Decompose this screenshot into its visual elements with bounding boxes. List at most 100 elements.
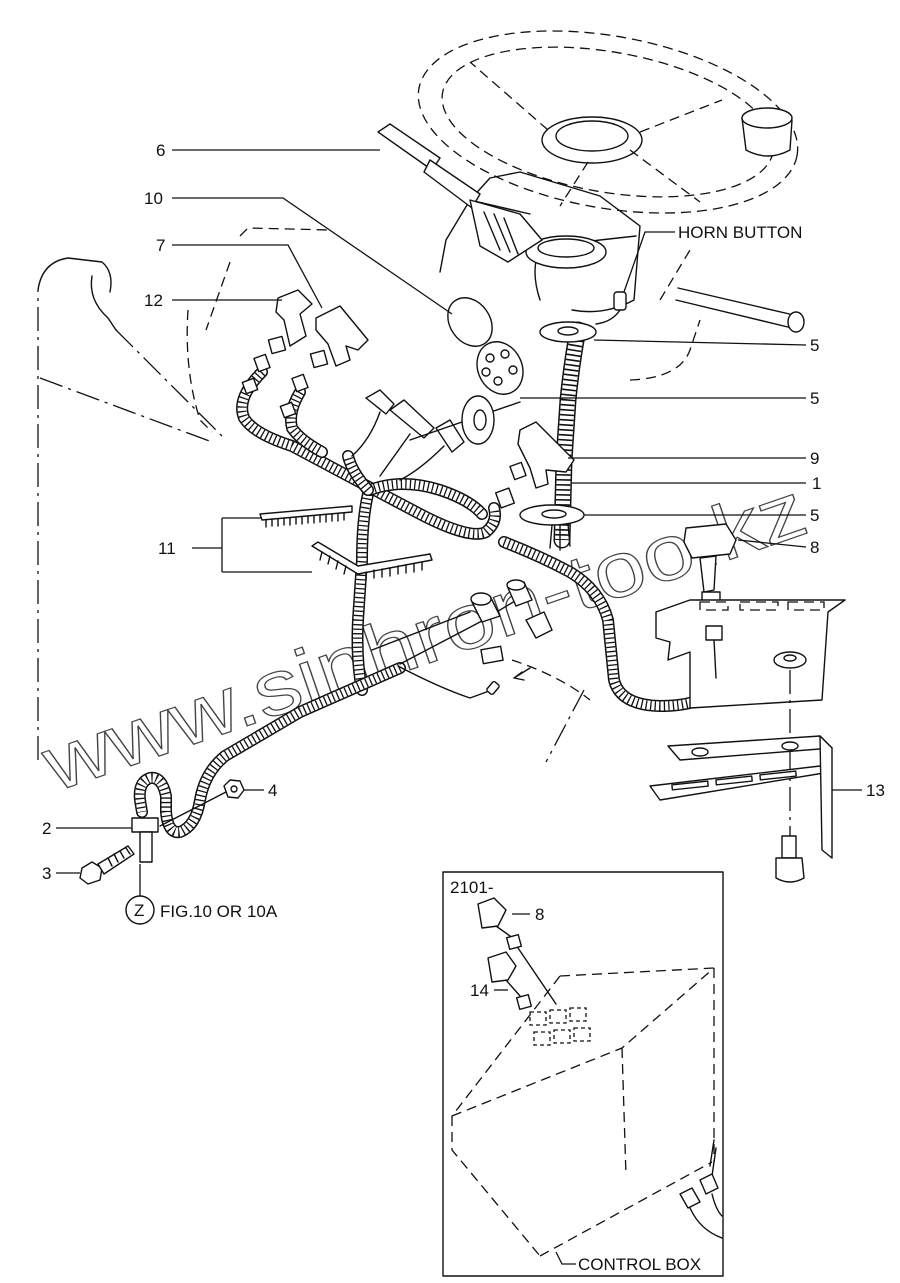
panel-line-diag — [115, 329, 223, 437]
mid-connector-c — [435, 419, 465, 453]
leader-10 — [172, 197, 453, 315]
strip-lower-teeth — [319, 551, 423, 581]
right-lever — [675, 287, 805, 333]
turn-signal-lever — [377, 123, 543, 263]
callout-7: 7 — [156, 236, 165, 255]
pin-hole — [481, 367, 491, 377]
thin-wire-3 — [371, 611, 471, 651]
plug-block — [480, 645, 504, 665]
dashboard-outline — [37, 227, 701, 763]
lever-switch-body — [469, 199, 543, 263]
grommet-top-outer — [539, 321, 597, 343]
callout-1: 1 — [812, 474, 821, 493]
grommet-lower — [519, 504, 585, 551]
clamp-2 — [131, 817, 159, 863]
callout-12: 12 — [144, 291, 163, 310]
callout-5-low: 5 — [810, 506, 819, 525]
control-box-bottom — [539, 1161, 713, 1257]
wire-pin — [486, 680, 500, 696]
steering-column — [439, 171, 805, 333]
inset-plug — [699, 1173, 719, 1195]
spinner-knob — [741, 107, 793, 157]
leader-5-top — [593, 339, 807, 346]
connector-12-plug — [267, 335, 287, 355]
grommet-lower-hole — [541, 509, 567, 519]
thin-wire-2 — [399, 597, 521, 665]
callout-3: 3 — [42, 864, 51, 883]
callout-13: 13 — [866, 781, 885, 800]
corrugated-strip-upper — [259, 505, 353, 528]
right-lever-knob — [787, 311, 805, 333]
lever-handle — [377, 123, 441, 171]
panel-top — [37, 257, 112, 293]
pin-hole — [508, 365, 518, 375]
grommet-top-hole — [557, 326, 579, 336]
grommet-middle-outer — [461, 395, 495, 445]
inset-wire — [709, 1139, 717, 1177]
inset-switch-14-wire — [505, 979, 521, 997]
knob-body — [741, 117, 793, 157]
inset-serial: 2101- — [450, 878, 493, 897]
connector-7-plug — [309, 349, 329, 369]
bolt-3-head — [79, 861, 103, 885]
nut-4-hex — [223, 779, 245, 799]
small-connector — [253, 353, 271, 373]
callout-8: 8 — [810, 538, 819, 557]
callout-11: 11 — [158, 539, 176, 558]
corrugated-strip-lower — [311, 541, 433, 581]
direction-arrow — [513, 667, 531, 681]
control-box-top-back — [559, 967, 715, 977]
socket-grid — [529, 1007, 591, 1046]
inset-switch-8-wire — [495, 925, 557, 1005]
knob-top — [741, 107, 793, 129]
leader-horn-button — [623, 231, 675, 293]
wheel-rim-outer — [417, 30, 799, 214]
thin-wire — [397, 665, 493, 699]
plate-slot — [787, 601, 825, 611]
pin-hole — [500, 349, 510, 359]
inset-frame — [442, 871, 724, 1277]
leader-8 — [737, 539, 807, 548]
socket — [573, 1027, 591, 1042]
wiring-harness — [140, 330, 714, 832]
bracket-top-flange — [667, 735, 833, 761]
callout-6: 6 — [156, 141, 165, 160]
inset-switch-8-body — [477, 897, 507, 929]
plate-washer-hole — [783, 654, 797, 662]
socket — [569, 1007, 587, 1022]
reference-z: Z FIG.10 OR 10A — [125, 864, 278, 925]
column-phantom-mid — [511, 659, 591, 701]
rear-bracket-plate — [655, 599, 846, 842]
small-connector — [494, 487, 516, 509]
control-box-front-edge — [621, 1047, 627, 1177]
socket — [533, 1031, 551, 1046]
pin-hole — [493, 376, 503, 386]
inset-control-box: 2101- 8 14 — [442, 871, 724, 1277]
inset-switch-14-body — [487, 951, 517, 983]
strip-upper-teeth — [265, 512, 345, 528]
bracket-side — [819, 735, 833, 859]
callout-9: 9 — [810, 449, 819, 468]
plate-slot — [739, 601, 779, 611]
nut-wire — [159, 791, 227, 827]
reference-z-text: FIG.10 OR 10A — [160, 902, 278, 921]
connector-9 — [517, 421, 575, 489]
inset-plug-wires — [689, 1193, 723, 1239]
mounting-bolt — [775, 835, 805, 883]
clamp-body — [131, 817, 159, 833]
bolt-head — [775, 857, 805, 883]
bracket-hole — [691, 747, 709, 757]
connector-12-head — [275, 289, 313, 347]
panel-fold — [90, 275, 117, 331]
callout-10: 10 — [144, 189, 163, 208]
column-phantom-right — [629, 249, 701, 381]
plate-wire — [713, 639, 717, 679]
control-box — [451, 967, 715, 1257]
plug-cylinder-end — [470, 592, 492, 606]
bolt-shank — [781, 835, 797, 859]
bolt-3 — [79, 845, 135, 885]
reference-z-marker: Z — [134, 901, 144, 920]
control-box-top-front — [451, 967, 715, 1117]
plate-body — [655, 599, 846, 709]
